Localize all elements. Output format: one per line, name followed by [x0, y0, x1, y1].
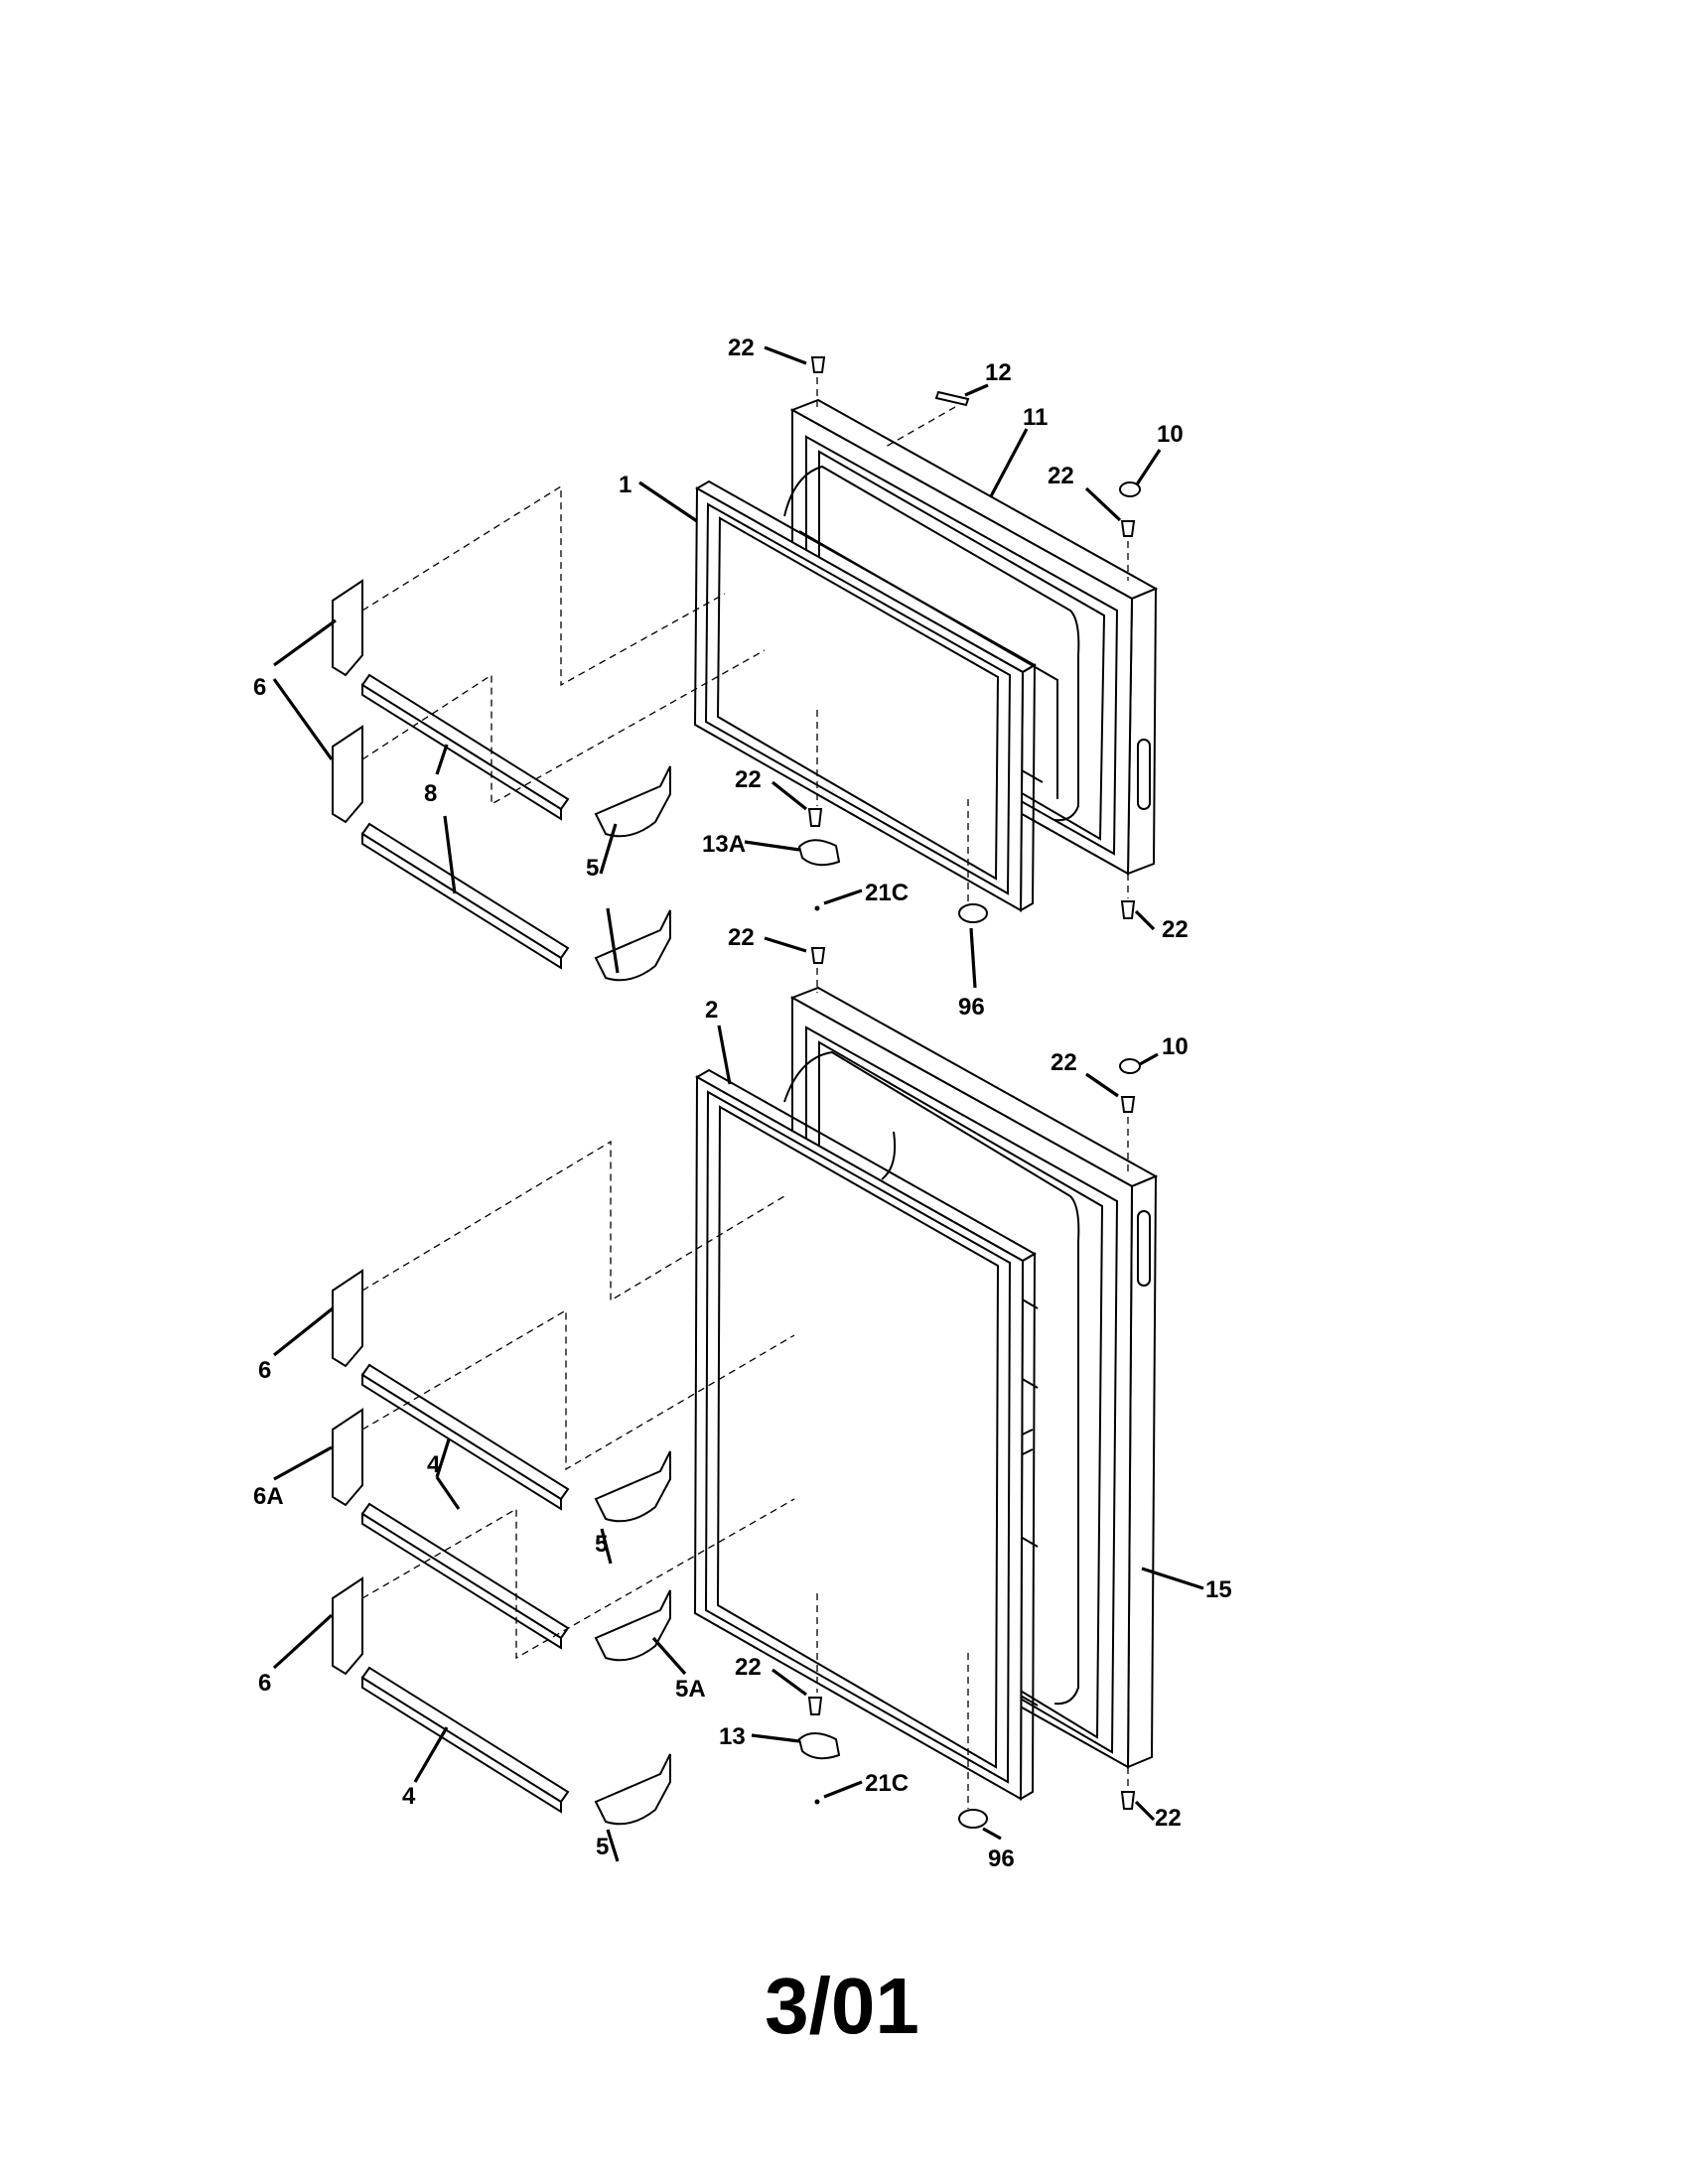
callout-96: 96: [988, 1845, 1015, 1872]
callout-4: 4: [402, 1783, 416, 1810]
callout-5: 5: [586, 855, 599, 882]
callout-1: 1: [619, 472, 632, 498]
callout-4: 4: [427, 1451, 441, 1478]
callout-6: 6: [253, 674, 266, 701]
callout-6A: 6A: [253, 1483, 284, 1510]
callout-13: 13: [719, 1723, 746, 1750]
fresh-food-dash-guides: [361, 1140, 795, 1660]
callout-10: 10: [1157, 421, 1184, 448]
callout-5A: 5A: [675, 1676, 706, 1703]
fresh-food-hardware: [797, 947, 1141, 1829]
callout-22: 22: [735, 1654, 762, 1681]
freezer-hardware: [797, 356, 1141, 923]
callout-6: 6: [258, 1357, 271, 1384]
callout-13A: 13A: [702, 831, 746, 858]
callout-2: 2: [705, 997, 718, 1024]
callout-22: 22: [735, 766, 762, 793]
callout-22: 22: [1051, 1049, 1077, 1076]
callout-15: 15: [1205, 1576, 1232, 1603]
freezer-shelf-assembly: [332, 579, 671, 982]
callout-22: 22: [728, 924, 755, 951]
fresh-food-shelf-assembly: [332, 1269, 671, 1826]
callout-22: 22: [1162, 916, 1189, 943]
callout-11: 11: [1023, 404, 1048, 431]
callout-21C: 21C: [865, 1770, 909, 1797]
callout-6: 6: [258, 1670, 271, 1697]
callout-22: 22: [1048, 463, 1074, 489]
callout-5: 5: [595, 1531, 608, 1558]
leader-lines: [272, 345, 1204, 1862]
callout-22: 22: [1155, 1805, 1182, 1832]
revision-date: 3/01: [765, 1962, 919, 2050]
callout-12: 12: [985, 359, 1012, 386]
callout-96: 96: [958, 994, 985, 1021]
callout-22: 22: [728, 335, 755, 361]
callout-10: 10: [1162, 1033, 1189, 1060]
callout-21C: 21C: [865, 880, 909, 906]
callout-8: 8: [424, 780, 437, 807]
callout-labels: 22 12 11 10 22 1 6 8 5 22 13A 21C 22 22 …: [253, 335, 1232, 1872]
fresh-food-door-gasket: [693, 1068, 1038, 1801]
callout-5: 5: [596, 1834, 609, 1860]
freezer-dash-guides: [361, 484, 766, 806]
freezer-door-gasket: [693, 479, 1038, 912]
